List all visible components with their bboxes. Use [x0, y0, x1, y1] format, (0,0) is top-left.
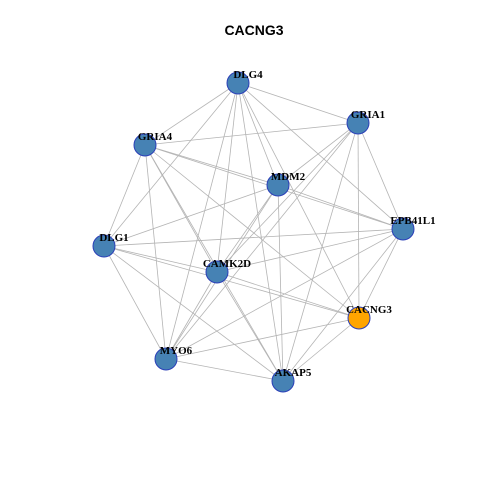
edge-gria1-cacng3	[357, 122, 360, 319]
edge-epb41l1-cacng3	[358, 228, 404, 319]
edge-gria1-gria4	[144, 122, 359, 146]
node-cacng3[interactable]	[347, 306, 371, 330]
node-gria1[interactable]	[346, 111, 370, 135]
edge-dlg1-myo6	[103, 245, 167, 360]
edge-camk2d-myo6	[165, 271, 218, 360]
edge-dlg4-epb41l1	[237, 82, 404, 230]
edge-gria1-akap5	[282, 122, 359, 382]
edge-gria4-mdm2	[144, 144, 279, 186]
node-layer	[92, 71, 415, 393]
node-label-gria4: GRIA4	[138, 131, 173, 143]
edge-gria1-epb41l1	[357, 122, 404, 230]
node-label-dlg1: DLG1	[99, 232, 128, 244]
node-epb41l1[interactable]	[391, 217, 415, 241]
node-label-akap5: AKAP5	[275, 367, 312, 379]
edge-epb41l1-dlg1	[103, 228, 404, 247]
edge-camk2d-akap5	[216, 271, 284, 382]
node-label-dlg4: DLG4	[233, 69, 263, 81]
node-label-mdm2: MDM2	[271, 171, 306, 183]
node-mdm2[interactable]	[266, 173, 290, 197]
edge-dlg4-myo6	[165, 82, 239, 360]
edge-dlg1-cacng3	[103, 245, 360, 319]
edge-gria4-dlg1	[103, 144, 146, 247]
edge-dlg1-camk2d	[103, 245, 218, 273]
edge-epb41l1-akap5	[282, 228, 404, 382]
node-dlg1[interactable]	[92, 234, 116, 258]
edge-dlg4-gria4	[144, 82, 239, 146]
node-camk2d[interactable]	[205, 260, 229, 284]
edge-dlg4-gria1	[237, 82, 359, 124]
edge-gria1-mdm2	[277, 122, 359, 186]
edge-dlg4-dlg1	[103, 82, 239, 247]
node-dlg4[interactable]	[226, 71, 250, 95]
node-akap5[interactable]	[271, 369, 295, 393]
edge-mdm2-camk2d	[216, 184, 279, 273]
node-label-epb41l1: EPB41L1	[390, 215, 435, 227]
node-myo6[interactable]	[154, 347, 178, 371]
node-label-camk2d: CAMK2D	[203, 258, 251, 270]
node-label-myo6: MYO6	[160, 345, 193, 357]
edge-dlg4-camk2d	[216, 82, 239, 273]
graph-title: CACNG3	[224, 22, 283, 38]
edge-camk2d-cacng3	[216, 271, 360, 319]
edge-gria4-myo6	[144, 144, 167, 360]
edge-cacng3-myo6	[165, 317, 360, 360]
node-label-cacng3: CACNG3	[346, 304, 392, 316]
edge-gria1-camk2d	[216, 122, 359, 273]
edge-dlg4-mdm2	[237, 82, 279, 186]
edge-cacng3-akap5	[282, 317, 360, 382]
edge-mdm2-epb41l1	[277, 184, 404, 230]
edge-mdm2-akap5	[277, 184, 284, 382]
node-gria4[interactable]	[133, 133, 157, 157]
edge-gria1-myo6	[165, 122, 359, 360]
edge-epb41l1-camk2d	[216, 228, 404, 273]
edge-dlg1-akap5	[103, 245, 284, 382]
edge-dlg4-akap5	[237, 82, 284, 382]
node-label-gria1: GRIA1	[351, 109, 385, 121]
edge-myo6-akap5	[165, 358, 284, 382]
edge-dlg4-cacng3	[237, 82, 360, 319]
edge-mdm2-dlg1	[103, 184, 279, 247]
edge-gria4-cacng3	[144, 144, 360, 319]
